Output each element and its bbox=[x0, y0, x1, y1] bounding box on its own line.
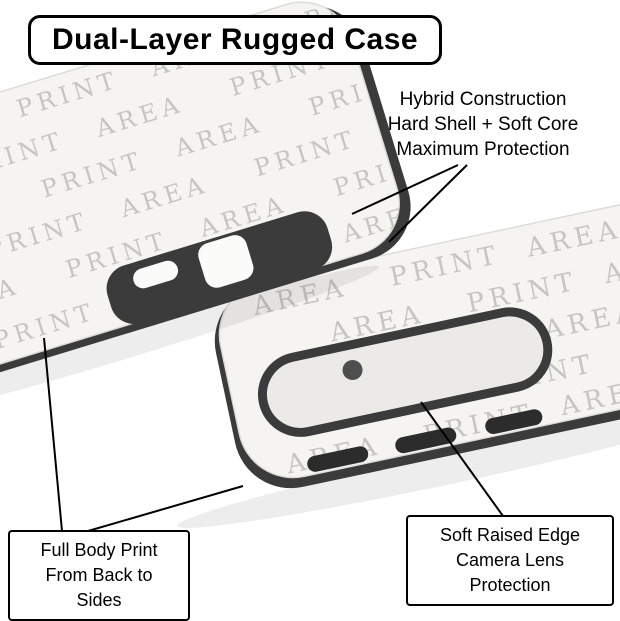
callout-full-body-print: Full Body Print From Back to Sides bbox=[8, 530, 190, 621]
camera-lens-opening bbox=[198, 235, 254, 288]
callout-fullbody-line-1: Full Body Print bbox=[40, 540, 158, 560]
pattern-word: AREA bbox=[618, 323, 620, 373]
side-buttons bbox=[307, 409, 543, 472]
callout-lines bbox=[43, 164, 504, 532]
callout-camera-line-2: Camera Lens bbox=[455, 550, 565, 570]
callout-line-hybrid-2 bbox=[388, 164, 468, 243]
callout-hybrid-construction: Hybrid Construction Hard Shell + Soft Co… bbox=[352, 87, 614, 162]
callout-hybrid-line-1: Hybrid Construction bbox=[399, 89, 567, 110]
case-shadow bbox=[177, 407, 620, 528]
camera-lens-hole bbox=[342, 360, 363, 381]
callout-line-fullbody-2 bbox=[87, 485, 244, 532]
flash-opening bbox=[133, 260, 179, 289]
callout-line-fullbody-1 bbox=[43, 337, 63, 532]
callout-hybrid-line-2: Hard Shell + Soft Core bbox=[387, 114, 579, 135]
side-button-2 bbox=[395, 427, 457, 454]
title-text: Dual-Layer Rugged Case bbox=[52, 23, 419, 56]
callout-camera-line-1: Soft Raised Edge bbox=[439, 525, 581, 545]
callout-fullbody-line-2: From Back to bbox=[45, 565, 153, 585]
callout-camera-line-3: Protection bbox=[469, 575, 551, 595]
case-shadow bbox=[0, 265, 380, 421]
camera-opening-rim bbox=[257, 307, 553, 437]
callout-line-hybrid-1 bbox=[351, 164, 459, 215]
side-button-1 bbox=[307, 446, 369, 472]
callout-hybrid-line-3: Maximum Protection bbox=[396, 139, 570, 160]
callout-camera-protection: Soft Raised Edge Camera Lens Protection bbox=[406, 515, 614, 606]
callout-fullbody-line-3: Sides bbox=[76, 590, 122, 610]
side-button-3 bbox=[485, 409, 543, 434]
title-badge: Dual-Layer Rugged Case bbox=[28, 15, 443, 65]
callout-line-camera bbox=[420, 401, 504, 517]
